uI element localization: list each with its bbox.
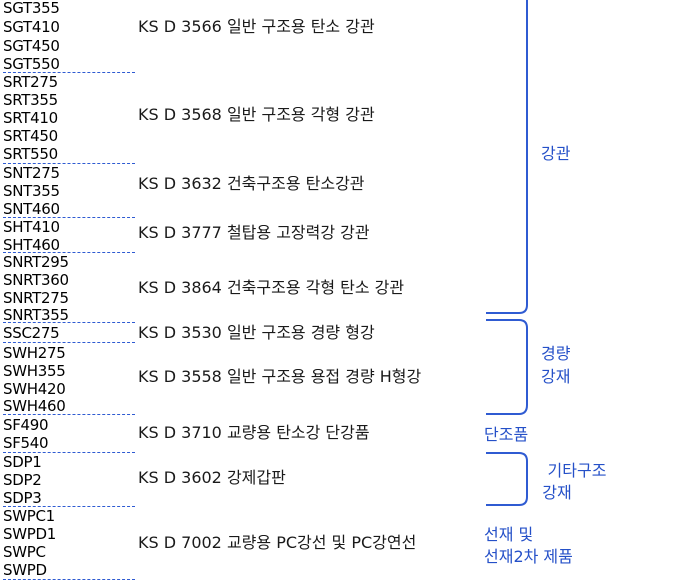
grade-label: SWH460 (3, 397, 66, 415)
grade-label: SNRT360 (3, 271, 69, 289)
category-other-structural-line2: 강재 (542, 483, 572, 502)
steel-pipe-brace (486, 0, 528, 314)
grade-label: SNRT275 (3, 289, 69, 307)
group-separator (3, 163, 135, 164)
grade-label: SWPC1 (3, 507, 55, 525)
grade-label: SWH420 (3, 380, 66, 398)
grade-label: SWPD1 (3, 525, 56, 543)
grade-label: SF540 (3, 434, 49, 452)
light-section-brace (486, 319, 528, 415)
standard-title: KS D 3777 철탑용 고장력강 강관 (138, 223, 370, 242)
grade-label: SNT355 (3, 182, 60, 200)
grade-label: SRT355 (3, 91, 58, 109)
category-steel-pipe: 강관 (541, 144, 571, 163)
group-separator (3, 506, 135, 507)
category-wire-line1: 선재 및 (484, 525, 534, 544)
category-light-section-line1: 경량 (541, 344, 571, 363)
grade-label: SWPD (3, 561, 47, 579)
grade-label: SWH355 (3, 362, 66, 380)
grade-label: SRT275 (3, 73, 58, 91)
group-separator (3, 252, 135, 253)
grade-label: SNRT295 (3, 253, 69, 271)
grade-label: SWH275 (3, 344, 66, 362)
grade-label: SDP1 (3, 453, 42, 471)
grade-label: SSC275 (3, 324, 60, 342)
grade-label: SRT450 (3, 127, 58, 145)
grade-label: SRT410 (3, 109, 58, 127)
group-separator (3, 217, 135, 218)
grade-label: SGT410 (3, 18, 60, 36)
standard-title: KS D 7002 교량용 PC강선 및 PC강연선 (138, 533, 417, 552)
grade-label: SWPC (3, 543, 46, 561)
group-separator (3, 414, 135, 415)
grade-label: SNT275 (3, 164, 60, 182)
grade-label: SNT460 (3, 200, 60, 218)
standard-title: KS D 3568 일반 구조용 각형 강관 (138, 105, 375, 124)
grade-label: SHT460 (3, 236, 60, 254)
standard-title: KS D 3566 일반 구조용 탄소 강관 (138, 17, 375, 36)
other-structural-brace (486, 452, 528, 506)
group-separator (3, 342, 135, 343)
group-separator (3, 579, 135, 580)
grade-label: SGT550 (3, 55, 60, 73)
category-other-structural-line1: 기타구조 (547, 461, 607, 480)
grade-label: SF490 (3, 416, 49, 434)
category-forging: 단조품 (484, 425, 529, 444)
standard-title: KS D 3558 일반 구조용 용접 경량 H형강 (138, 367, 422, 386)
grade-label: SDP2 (3, 471, 42, 489)
group-separator (3, 72, 135, 73)
grade-label: SDP3 (3, 489, 42, 507)
grade-label: SHT410 (3, 218, 60, 236)
group-separator (3, 452, 135, 453)
standard-title: KS D 3864 건축구조용 각형 탄소 강관 (138, 278, 405, 297)
grade-label: SGT450 (3, 37, 60, 55)
grade-label: SRT550 (3, 145, 58, 163)
category-light-section-line2: 강재 (541, 367, 571, 386)
standard-title: KS D 3530 일반 구조용 경량 형강 (138, 323, 375, 342)
standard-title: KS D 3602 강제갑판 (138, 468, 286, 487)
standard-title: KS D 3632 건축구조용 탄소강관 (138, 174, 365, 193)
grade-label: SGT355 (3, 0, 60, 17)
standard-title: KS D 3710 교량용 탄소강 단강품 (138, 423, 370, 442)
category-wire-line2: 선재2차 제품 (484, 547, 573, 566)
group-separator (3, 322, 135, 323)
grade-label: SNRT355 (3, 306, 69, 324)
